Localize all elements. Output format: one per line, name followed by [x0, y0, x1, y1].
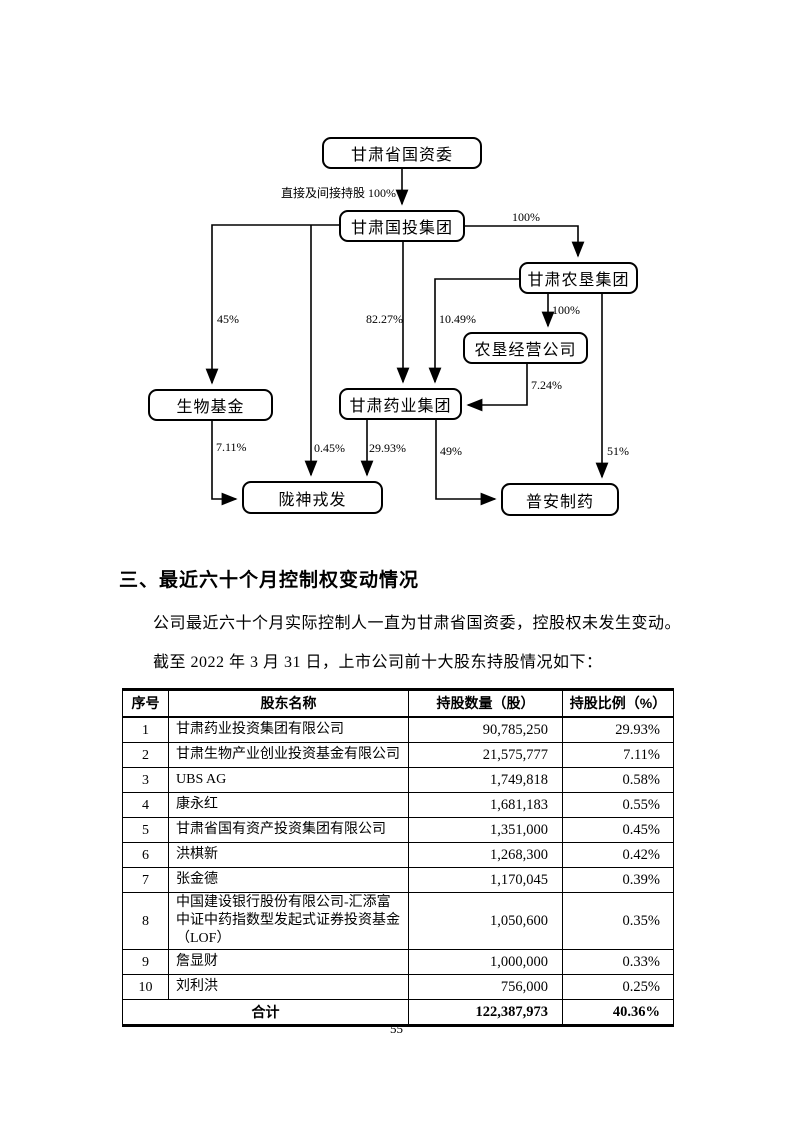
cell-name: 中国建设银行股份有限公司-汇添富中证中药指数型发起式证券投资基金（LOF）	[168, 892, 409, 950]
col-header-ratio: 持股比例（%）	[562, 689, 674, 718]
cell-ratio: 0.25%	[562, 974, 674, 1000]
ownership-structure-diagram: 甘肃省国资委 甘肃国投集团 甘肃农垦集团 农垦经营公司 生物基金 甘肃药业集团 …	[0, 0, 793, 545]
edge-label-51: 51%	[607, 444, 629, 458]
table-row: 5 甘肃省国有资产投资集团有限公司 1,351,000 0.45%	[122, 817, 674, 843]
edge-label-82-27: 82.27%	[366, 312, 403, 326]
table-header-row: 序号 股东名称 持股数量（股） 持股比例（%）	[122, 689, 674, 718]
cell-shares: 1,268,300	[408, 842, 563, 868]
cell-no: 6	[122, 842, 169, 868]
edge-label-49: 49%	[440, 444, 462, 458]
table-row: 2 甘肃生物产业创业投资基金有限公司 21,575,777 7.11%	[122, 742, 674, 768]
cell-ratio: 7.11%	[562, 742, 674, 768]
shareholders-table: 序号 股东名称 持股数量（股） 持股比例（%） 1 甘肃药业投资集团有限公司 9…	[122, 688, 674, 1027]
cell-shares: 1,351,000	[408, 817, 563, 843]
edge-label-45: 45%	[217, 312, 239, 326]
col-header-no: 序号	[122, 689, 169, 718]
table-row: 6 洪棋新 1,268,300 0.42%	[122, 842, 674, 868]
col-header-shares: 持股数量（股）	[408, 689, 563, 718]
section-heading: 三、最近六十个月控制权变动情况	[119, 570, 420, 591]
table-row: 1 甘肃药业投资集团有限公司 90,785,250 29.93%	[122, 716, 674, 743]
cell-shares: 1,170,045	[408, 867, 563, 893]
cell-name: 甘肃生物产业创业投资基金有限公司	[168, 742, 409, 768]
edge-label-100-right: 100%	[512, 210, 540, 224]
edge-label-100-nk: 100%	[552, 303, 580, 317]
table-row: 9 詹显财 1,000,000 0.33%	[122, 949, 674, 975]
cell-ratio: 0.35%	[562, 892, 674, 950]
cell-no: 8	[122, 892, 169, 950]
diagram-node-longshen: 陇神戎发	[242, 481, 383, 514]
cell-shares: 1,000,000	[408, 949, 563, 975]
cell-no: 2	[122, 742, 169, 768]
cell-ratio: 29.93%	[562, 716, 674, 743]
cell-shares: 21,575,777	[408, 742, 563, 768]
diagram-node-puan: 普安制药	[501, 483, 619, 516]
cell-total-ratio: 40.36%	[562, 999, 674, 1026]
diagram-connector-lines	[205, 168, 609, 506]
table-row: 8 中国建设银行股份有限公司-汇添富中证中药指数型发起式证券投资基金（LOF） …	[122, 892, 674, 950]
paragraph-control-change: 公司最近六十个月实际控制人一直为甘肃省国资委，控股权未发生变动。	[153, 615, 682, 632]
cell-name: 张金德	[168, 867, 409, 893]
edge-line	[205, 224, 339, 385]
edge-label-29-93: 29.93%	[369, 441, 406, 455]
cell-shares: 1,749,818	[408, 767, 563, 793]
cell-ratio: 0.45%	[562, 817, 674, 843]
edge-line	[466, 363, 528, 412]
diagram-node-yaoye: 甘肃药业集团	[339, 388, 462, 420]
edge-line	[435, 419, 497, 506]
cell-ratio: 0.55%	[562, 792, 674, 818]
diagram-node-guoziwei: 甘肃省国资委	[322, 137, 482, 169]
cell-no: 9	[122, 949, 169, 975]
cell-shares: 1,681,183	[408, 792, 563, 818]
cell-no: 5	[122, 817, 169, 843]
cell-name: 詹显财	[168, 949, 409, 975]
table-row: 7 张金德 1,170,045 0.39%	[122, 867, 674, 893]
edge-label-10-49: 10.49%	[439, 312, 476, 326]
cell-name: 甘肃省国有资产投资集团有限公司	[168, 817, 409, 843]
edge-label-7-24: 7.24%	[531, 378, 562, 392]
cell-shares: 1,050,600	[408, 892, 563, 950]
cell-no: 4	[122, 792, 169, 818]
cell-ratio: 0.58%	[562, 767, 674, 793]
edge-label-7-11: 7.11%	[216, 440, 247, 454]
cell-ratio: 0.39%	[562, 867, 674, 893]
cell-no: 7	[122, 867, 169, 893]
diagram-node-nongken-jingying: 农垦经营公司	[463, 332, 588, 364]
edge-label-0-45: 0.45%	[314, 441, 345, 455]
cell-ratio: 0.42%	[562, 842, 674, 868]
page-number: 55	[390, 1021, 403, 1036]
diagram-node-shengwu-jijin: 生物基金	[148, 389, 273, 421]
table-row: 10 刘利洪 756,000 0.25%	[122, 974, 674, 1000]
edge-line	[211, 420, 238, 506]
cell-total-label: 合计	[122, 999, 409, 1026]
cell-name: 刘利洪	[168, 974, 409, 1000]
edge-line	[465, 225, 585, 258]
cell-shares: 756,000	[408, 974, 563, 1000]
table-total-row: 合计 122,387,973 40.36%	[122, 999, 674, 1026]
diagram-node-nongken: 甘肃农垦集团	[519, 262, 638, 294]
paragraph-table-intro: 截至 2022 年 3 月 31 日，上市公司前十大股东持股情况如下：	[153, 654, 603, 671]
cell-ratio: 0.33%	[562, 949, 674, 975]
cell-name: 康永红	[168, 792, 409, 818]
table-row: 4 康永红 1,681,183 0.55%	[122, 792, 674, 818]
diagram-node-guotou: 甘肃国投集团	[339, 210, 465, 242]
cell-name: UBS AG	[168, 767, 409, 793]
cell-no: 10	[122, 974, 169, 1000]
edge-line	[428, 278, 519, 384]
col-header-name: 股东名称	[168, 689, 409, 718]
table-row: 3 UBS AG 1,749,818 0.58%	[122, 767, 674, 793]
cell-no: 1	[122, 716, 169, 743]
cell-no: 3	[122, 767, 169, 793]
edge-label-direct-100: 直接及间接持股 100%	[281, 186, 396, 200]
cell-name: 甘肃药业投资集团有限公司	[168, 716, 409, 743]
cell-shares: 90,785,250	[408, 716, 563, 743]
cell-name: 洪棋新	[168, 842, 409, 868]
